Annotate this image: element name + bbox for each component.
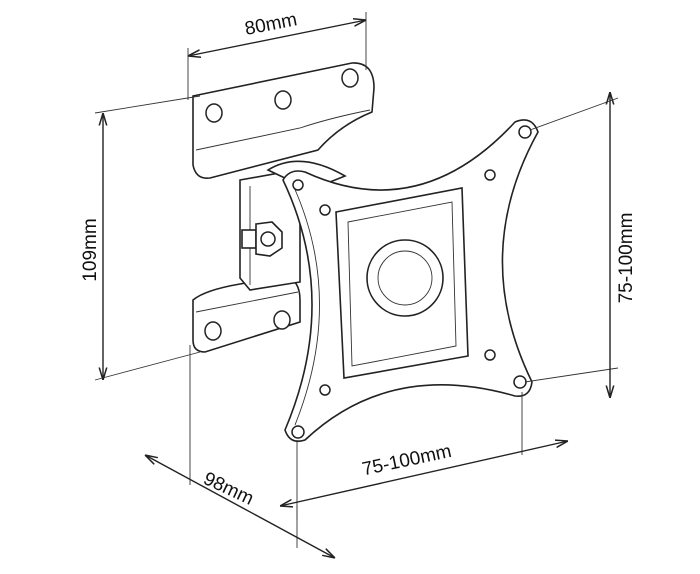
- dimension-lines: [94, 12, 619, 558]
- wall-plate-top: [192, 62, 375, 180]
- height-label: 109mm: [80, 218, 101, 281]
- pivot-nut: [241, 221, 283, 257]
- vesa-plate: [282, 119, 539, 443]
- depth-label: 98mm: [200, 468, 257, 509]
- wall-plate-bottom: [192, 275, 301, 353]
- vesa-horizontal-label: 75-100mm: [360, 441, 453, 480]
- vesa-vertical-label: 75-100mm: [616, 213, 637, 304]
